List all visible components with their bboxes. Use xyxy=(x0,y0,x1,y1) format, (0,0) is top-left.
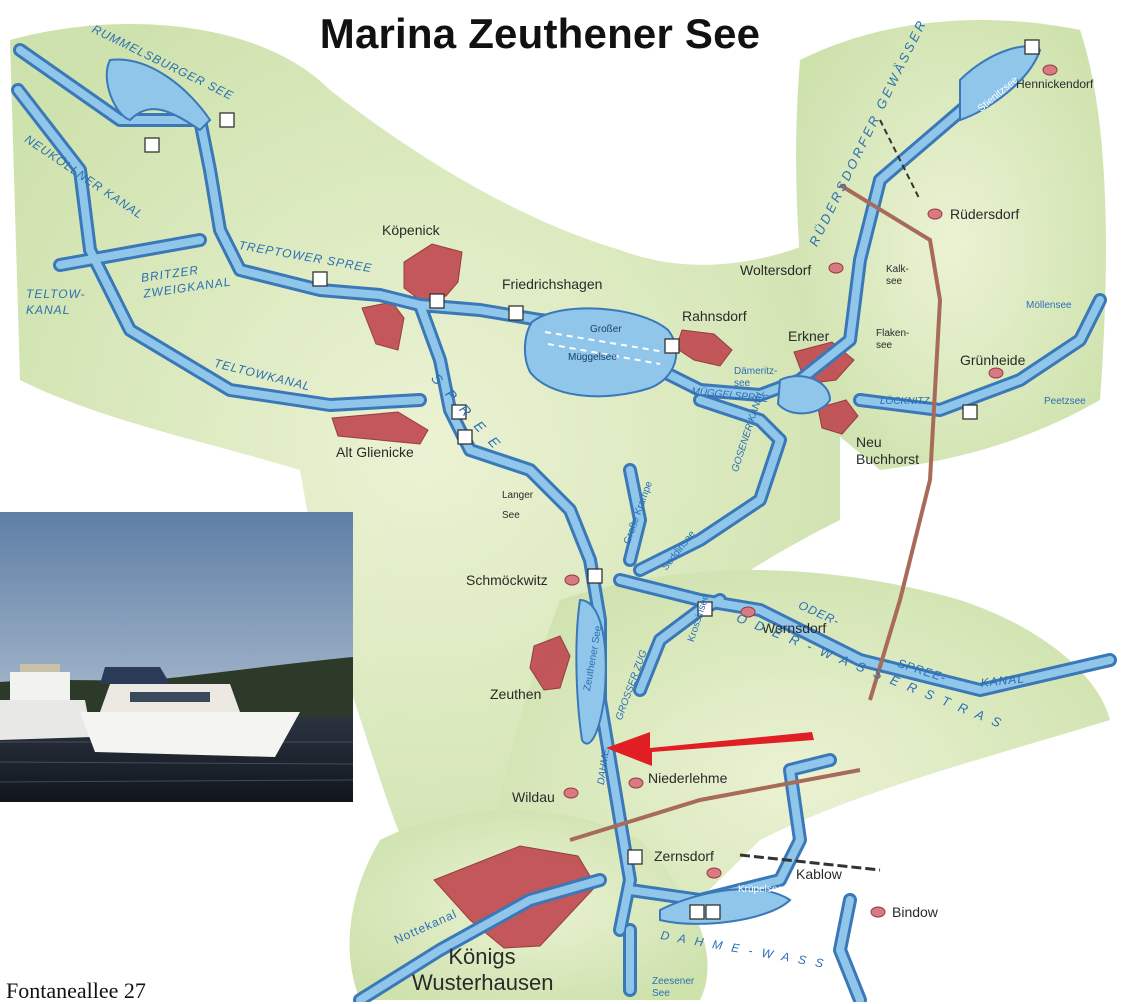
label-bindow: Bindow xyxy=(892,904,938,920)
water-grosser: Großer xyxy=(590,324,622,335)
village-dots xyxy=(563,64,1058,918)
marina-location-arrow xyxy=(606,732,814,766)
water-loecknitz: LÖCKNITZ xyxy=(880,396,930,407)
lake-daemeritzsee xyxy=(776,375,832,415)
address-text: Fontaneallee 27 xyxy=(6,978,146,1003)
label-wernsdorf: Wernsdorf xyxy=(762,620,827,636)
label-ruedersdorf: Rüdersdorf xyxy=(950,206,1020,222)
lake-mueggelsee xyxy=(524,307,678,398)
water-peetzsee: Peetzsee xyxy=(1044,396,1086,407)
ferry-lines xyxy=(544,331,666,365)
label-schmoeckwitz: Schmöckwitz xyxy=(466,572,548,588)
label-hennickendorf: Hennickendorf xyxy=(1016,77,1094,91)
label-zernsdorf: Zernsdorf xyxy=(654,848,714,864)
town-area-alt-glienicke xyxy=(331,411,429,445)
label-niederlehme: Niederlehme xyxy=(648,770,728,786)
lake-stienitzsee xyxy=(959,45,1042,122)
lake-rummelsburger-see xyxy=(105,58,212,132)
boat-1 xyxy=(0,664,92,740)
water-moellensee: Möllensee xyxy=(1026,300,1072,311)
label-zeuthen: Zeuthen xyxy=(490,686,542,702)
label-erkner: Erkner xyxy=(788,328,830,344)
marina-boats-photo xyxy=(0,512,353,802)
water-teltow-kanal: TELTOW- KANAL xyxy=(26,287,86,317)
label-friedrichshagen: Friedrichshagen xyxy=(502,276,603,292)
railway-lines xyxy=(569,119,943,872)
lake-zeuthener-see xyxy=(575,598,607,745)
water-flakensee: Flaken- see xyxy=(876,328,910,351)
label-gruenheide: Grünheide xyxy=(960,352,1026,368)
town-area-zeuthen xyxy=(529,635,571,691)
water-daemeritzsee: Dämeritz- see xyxy=(734,366,778,389)
town-area-koepenick xyxy=(403,243,463,301)
label-alt-glienicke: Alt Glienicke xyxy=(336,444,414,460)
town-area-neu-buchhorst xyxy=(817,399,859,435)
lakes xyxy=(105,45,1042,925)
harbor-markers xyxy=(144,39,1040,920)
label-neu-buchhorst: Neu Buchhorst xyxy=(856,434,920,467)
label-wildau: Wildau xyxy=(512,789,555,805)
water-langer-see: Langer See xyxy=(502,490,534,521)
label-kablow: Kablow xyxy=(796,866,842,882)
water-kalksee: Kalk- see xyxy=(886,264,909,287)
label-koepenick: Köpenick xyxy=(382,222,440,238)
water-krueppelsee: Krüpelsee xyxy=(738,884,784,895)
label-woltersdorf: Woltersdorf xyxy=(740,262,812,278)
label-rahnsdorf: Rahnsdorf xyxy=(682,308,747,324)
label-koenigs-wusterhausen: Königs Wusterhausen xyxy=(412,944,554,995)
water-zeesener-see: Zeesener See xyxy=(652,976,695,999)
boat-2 xyxy=(80,667,300,757)
map-title: Marina Zeuthener See xyxy=(319,10,761,57)
water-mueggelsee: Müggelsee xyxy=(568,352,617,363)
